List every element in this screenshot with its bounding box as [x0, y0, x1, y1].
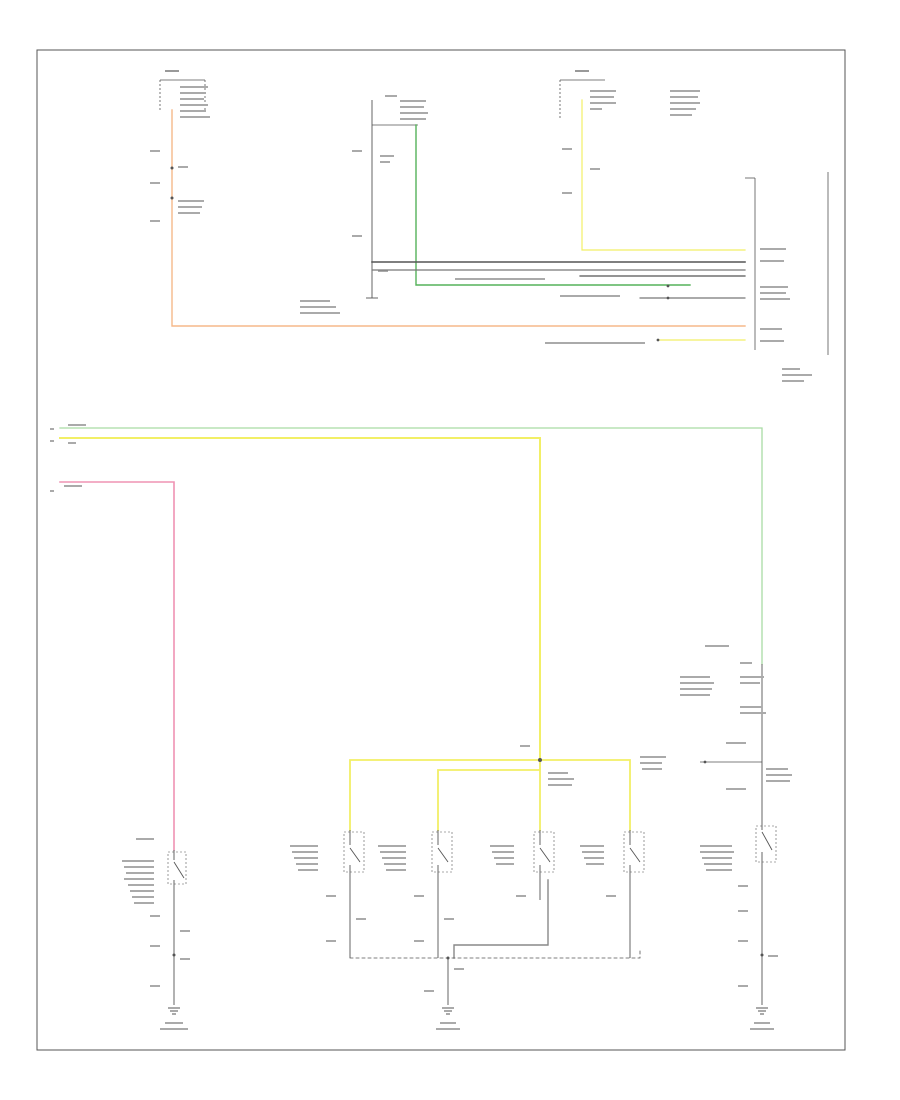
switch-4	[580, 830, 645, 958]
wire-gray-return	[453, 879, 549, 959]
connector-pin-icon	[656, 338, 660, 342]
switch-icon	[437, 847, 449, 863]
wire-green-top	[415, 124, 691, 286]
ground-icon	[442, 1007, 454, 1015]
switch-2	[378, 830, 453, 958]
fuse-block-left	[159, 70, 210, 118]
switch-icon	[761, 831, 773, 851]
switch-icon	[173, 861, 185, 879]
wire-yellow-branch	[349, 759, 631, 831]
module-connector	[745, 172, 829, 382]
splice-dot-icon	[170, 166, 174, 170]
ground-icon	[366, 286, 378, 299]
switch-icon	[629, 847, 641, 863]
ground-icon	[756, 1007, 768, 1015]
connector-pin-icon	[703, 760, 707, 764]
splice-dot-icon	[172, 953, 176, 957]
switch-1	[290, 830, 365, 958]
wire-orange-top	[171, 109, 746, 327]
splice-dot-icon	[446, 956, 450, 960]
switch-icon	[349, 847, 361, 863]
splice-dot-icon	[170, 196, 174, 200]
splice-dot-icon	[538, 758, 542, 762]
splice-dot-icon	[760, 953, 764, 957]
wire-dashed-return	[349, 949, 641, 959]
ground-icon	[168, 1007, 180, 1015]
connector-pin-icon	[666, 284, 670, 288]
wire-light-green	[59, 427, 763, 665]
diagram-frame	[36, 49, 846, 1051]
fuse-block-center	[352, 95, 428, 286]
switch-icon	[539, 847, 551, 863]
gauge-labels	[150, 885, 778, 992]
wire-pink	[59, 481, 175, 851]
connector-right-side	[640, 756, 762, 770]
wire-yellow-top	[581, 99, 746, 251]
switch-right	[680, 645, 792, 1005]
connector-labels-left	[150, 150, 204, 222]
fuse-block-right	[559, 70, 700, 120]
switch-3	[490, 830, 555, 900]
wire-yellow-main	[59, 437, 541, 761]
switch-left	[122, 838, 187, 1005]
connector-pin-icon	[666, 296, 670, 300]
